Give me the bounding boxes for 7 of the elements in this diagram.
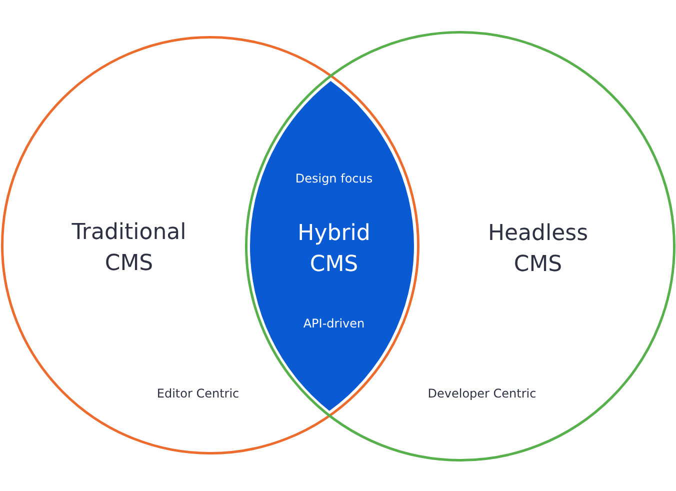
set-note: Design focus xyxy=(295,171,373,186)
set-note: Developer Centric xyxy=(428,386,536,402)
set-title: Hybrid CMS xyxy=(298,220,370,279)
set-note: API-driven xyxy=(303,316,365,332)
set-title: Headless CMS xyxy=(488,220,588,279)
set-title: Traditional CMS xyxy=(72,219,186,278)
set-note: Editor Centric xyxy=(156,386,240,402)
